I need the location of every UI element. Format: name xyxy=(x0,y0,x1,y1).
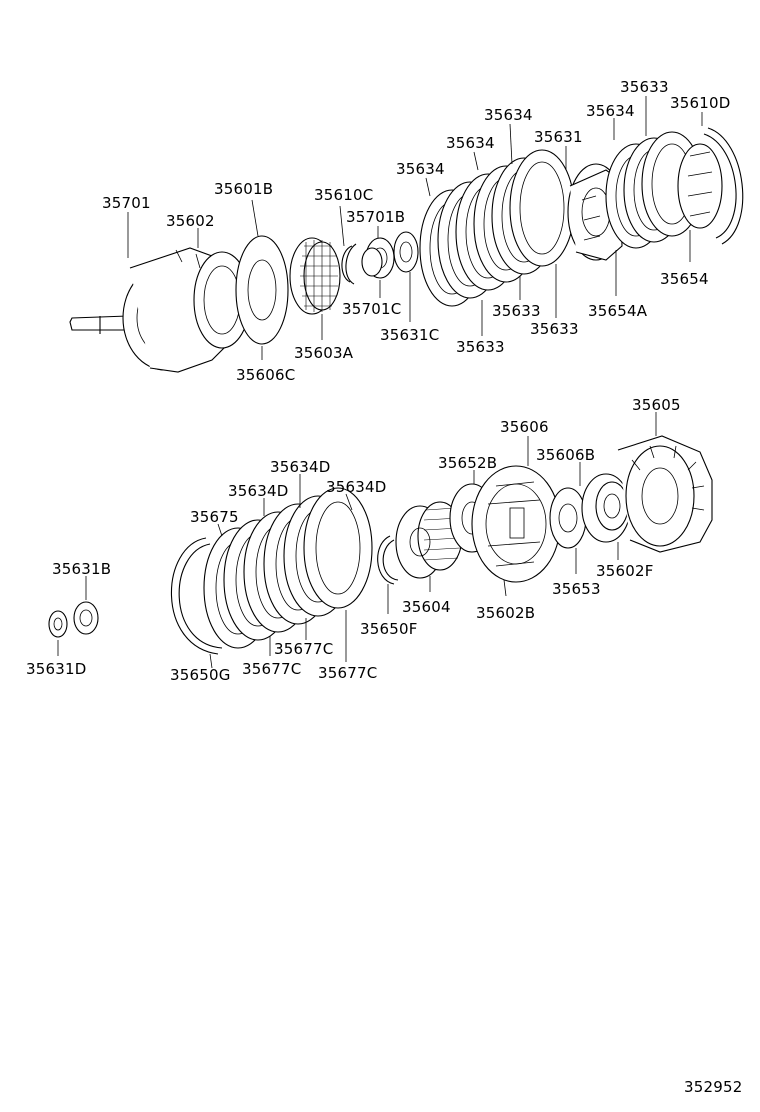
label-35602: 35602 xyxy=(166,212,215,230)
label-35606C: 35606C xyxy=(236,366,295,384)
label-35631D: 35631D xyxy=(26,660,86,678)
label-35634-b: 35634 xyxy=(446,134,495,152)
figure-number: 352952 xyxy=(684,1078,742,1096)
label-35633-c: 35633 xyxy=(530,320,579,338)
label-35631B: 35631B xyxy=(52,560,111,578)
label-35604: 35604 xyxy=(402,598,451,616)
label-35701: 35701 xyxy=(102,194,151,212)
label-35652B: 35652B xyxy=(438,454,497,472)
label-35675: 35675 xyxy=(190,508,239,526)
label-35602B: 35602B xyxy=(476,604,535,622)
top-assembly xyxy=(69,127,744,373)
part-number-labels: 35701 35602 35601B 35610C 35701B 35634 3… xyxy=(26,78,742,1096)
label-35677C-c: 35677C xyxy=(318,664,377,682)
label-35650F: 35650F xyxy=(360,620,418,638)
label-35634D-c: 35634D xyxy=(326,478,386,496)
part-35701-shaft-drum xyxy=(69,247,251,373)
part-35606B-washer xyxy=(549,487,587,549)
label-35650G: 35650G xyxy=(170,666,231,684)
part-35631D-washer xyxy=(48,610,68,638)
label-35634-d: 35634 xyxy=(586,102,635,120)
label-35701C: 35701C xyxy=(342,300,401,318)
label-35634-a: 35634 xyxy=(396,160,445,178)
part-35605-housing xyxy=(617,435,713,553)
label-35633-d: 35633 xyxy=(456,338,505,356)
label-35654: 35654 xyxy=(660,270,709,288)
label-35701B: 35701B xyxy=(346,208,405,226)
part-35634-clutch-plates xyxy=(419,149,575,307)
part-35701B-bearing xyxy=(361,237,395,279)
bottom-leader-lines xyxy=(57,412,657,669)
part-35631C-washer xyxy=(393,231,419,273)
part-35634D-plates xyxy=(203,487,373,649)
label-35633-b: 35633 xyxy=(492,302,541,320)
label-35601B: 35601B xyxy=(214,180,273,198)
top-leader-lines xyxy=(127,96,703,360)
part-35654-drum xyxy=(677,143,723,229)
label-35606B: 35606B xyxy=(536,446,595,464)
part-35631B-washer xyxy=(73,601,99,635)
label-35631C: 35631C xyxy=(380,326,439,344)
label-35677C-a: 35677C xyxy=(242,660,301,678)
bottom-assembly xyxy=(48,435,713,655)
label-35602F: 35602F xyxy=(596,562,654,580)
part-35601B-ring xyxy=(235,235,289,345)
part-35606-carrier xyxy=(471,465,561,583)
part-35650F-snap-ring xyxy=(377,535,399,585)
label-35654A: 35654A xyxy=(588,302,648,320)
label-35633-a: 35633 xyxy=(620,78,669,96)
label-35610C: 35610C xyxy=(314,186,373,204)
label-35634D-b: 35634D xyxy=(228,482,288,500)
label-35603A: 35603A xyxy=(294,344,354,362)
label-35634-c: 35634 xyxy=(484,106,533,124)
label-35606: 35606 xyxy=(500,418,549,436)
label-35631: 35631 xyxy=(534,128,583,146)
part-35650G-snap-ring xyxy=(170,537,223,655)
label-35605: 35605 xyxy=(632,396,681,414)
label-35634D-a: 35634D xyxy=(270,458,330,476)
part-35610C-snap-ring xyxy=(341,243,357,285)
part-35610D-snap-ring xyxy=(703,127,744,245)
part-35603A-clutch xyxy=(289,237,341,315)
label-35610D: 35610D xyxy=(670,94,730,112)
label-35677C-b: 35677C xyxy=(274,640,333,658)
label-35653: 35653 xyxy=(552,580,601,598)
